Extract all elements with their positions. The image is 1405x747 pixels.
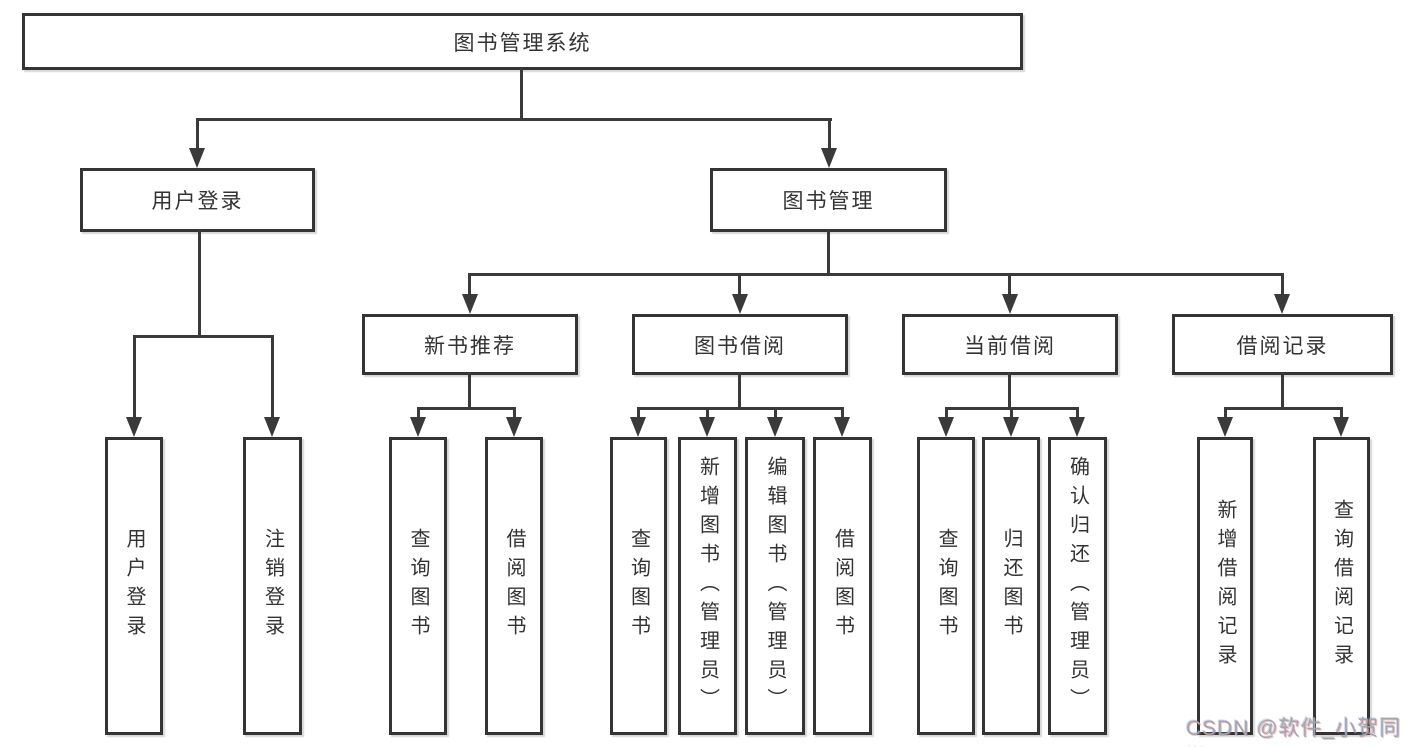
connector-line: [1224, 407, 1227, 419]
arrowhead-icon: [264, 417, 280, 437]
connector-line: [1224, 407, 1343, 410]
connector-line: [198, 229, 201, 338]
connector-line: [706, 407, 709, 419]
node-label: 图书管理系统: [453, 31, 592, 55]
arrowhead-icon: [1333, 417, 1349, 437]
arrowhead-icon: [834, 417, 850, 437]
connector-line: [637, 407, 640, 419]
connector-line: [945, 407, 948, 419]
arrowhead-icon: [189, 148, 205, 168]
connector-line: [828, 118, 831, 150]
leaf-label: 确认归还（管理员）: [1066, 455, 1089, 717]
leaf-label: 查询图书: [627, 528, 650, 644]
arrowhead-icon: [630, 417, 646, 437]
leaf-user-login: 用户登录: [105, 437, 163, 735]
node-borrowing-records: 借阅记录: [1172, 314, 1393, 375]
leaf-add-book-admin: 新增图书（管理员）: [678, 437, 737, 735]
connector-line: [196, 118, 832, 121]
leaf-label: 查询图书: [935, 528, 957, 644]
leaf-label: 注销登录: [261, 528, 284, 644]
leaf-query-books-current: 查询图书: [917, 437, 975, 735]
node-book-borrowing: 图书借阅: [632, 314, 848, 375]
connector-line: [513, 407, 516, 419]
connector-line: [1076, 407, 1079, 419]
connector-line: [271, 335, 274, 419]
node-user-login: 用户登录: [80, 168, 315, 232]
leaf-label: 查询图书: [407, 528, 429, 644]
leaf-query-borrowing-record: 查询借阅记录: [1313, 437, 1370, 735]
connector-line: [738, 372, 741, 410]
node-library-management-system: 图书管理系统: [22, 13, 1023, 70]
arrowhead-icon: [1274, 294, 1290, 314]
leaf-confirm-return-admin: 确认归还（管理员）: [1048, 437, 1107, 735]
node-label: 用户登录: [151, 190, 244, 213]
node-label: 新书推荐: [424, 334, 516, 358]
arrowhead-icon: [1069, 417, 1085, 437]
arrowhead-icon: [699, 417, 715, 437]
arrowhead-icon: [767, 417, 783, 437]
leaf-query-books-recommendation: 查询图书: [389, 437, 447, 735]
node-label: 图书管理: [782, 190, 875, 213]
arrowhead-icon: [938, 417, 954, 437]
connector-line: [841, 407, 844, 419]
node-label: 图书借阅: [694, 334, 786, 358]
connector-line: [468, 372, 471, 410]
arrowhead-icon: [410, 417, 426, 437]
connector-line: [637, 407, 844, 410]
arrowhead-icon: [1217, 417, 1233, 437]
connector-line: [1008, 273, 1011, 296]
arrowhead-icon: [732, 294, 748, 314]
connector-line: [1281, 273, 1284, 296]
node-new-book-recommendation: 新书推荐: [362, 314, 578, 375]
node-label: 当前借阅: [964, 334, 1056, 358]
connector-line: [827, 229, 830, 276]
connector-line: [417, 407, 516, 410]
leaf-label: 新增借阅记录: [1214, 499, 1236, 673]
csdn-watermark: CSDN @软件_小贺同学: [1186, 717, 1402, 740]
leaf-borrow-books-borrowing: 借阅图书: [813, 437, 872, 735]
leaf-label: 借阅图书: [831, 528, 854, 644]
connector-line: [133, 335, 136, 419]
connector-line: [738, 273, 741, 296]
node-book-management: 图书管理: [710, 168, 947, 232]
arrowhead-icon: [126, 417, 142, 437]
connector-line: [1281, 372, 1284, 410]
connector-line: [133, 335, 274, 338]
connector-line: [774, 407, 777, 419]
leaf-return-book: 归还图书: [982, 437, 1040, 735]
connector-line: [1010, 407, 1013, 419]
arrowhead-icon: [1003, 417, 1019, 437]
connector-line: [520, 68, 523, 120]
connector-line: [468, 273, 471, 296]
node-label: 借阅记录: [1236, 334, 1329, 358]
leaf-query-books-borrowing: 查询图书: [610, 437, 667, 735]
leaf-add-borrowing-record: 新增借阅记录: [1197, 437, 1253, 735]
leaf-borrow-books-recommendation: 借阅图书: [485, 437, 543, 735]
connector-line: [196, 118, 199, 150]
leaf-edit-book-admin: 编辑图书（管理员）: [745, 437, 805, 735]
arrowhead-icon: [462, 294, 478, 314]
arrowhead-icon: [506, 417, 522, 437]
leaf-label: 用户登录: [123, 528, 145, 644]
leaf-logout: 注销登录: [243, 437, 302, 735]
leaf-label: 编辑图书（管理员）: [764, 455, 786, 717]
leaf-label: 归还图书: [1000, 528, 1022, 644]
leaf-label: 查询借阅记录: [1330, 499, 1353, 673]
connector-line: [417, 407, 420, 419]
leaf-label: 借阅图书: [503, 528, 525, 644]
node-current-borrowing: 当前借阅: [902, 314, 1118, 375]
arrowhead-icon: [1002, 294, 1018, 314]
leaf-label: 新增图书（管理员）: [696, 455, 719, 717]
connector-line: [469, 273, 1284, 276]
connector-line: [1340, 407, 1343, 419]
connector-line: [1008, 372, 1011, 410]
arrowhead-icon: [821, 148, 837, 168]
